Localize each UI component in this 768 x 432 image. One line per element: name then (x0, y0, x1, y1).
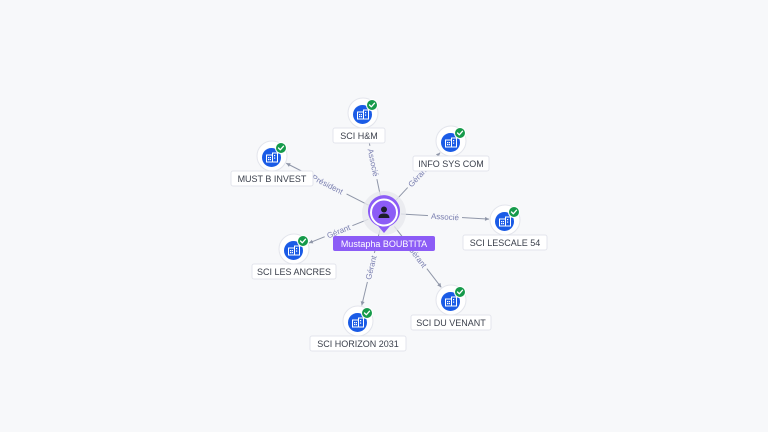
edge-label-bg (322, 221, 355, 242)
edge-sci-du-venant: Gérant (393, 226, 442, 288)
edge-arrow (308, 239, 314, 244)
company-name[interactable]: MUST B INVEST (238, 174, 307, 184)
company-name[interactable]: SCI LESCALE 54 (470, 238, 541, 248)
edge-label-bg (364, 144, 382, 181)
building-icon (445, 296, 457, 307)
edge-arrow (286, 163, 291, 167)
node-label-bg (230, 170, 314, 187)
company-node-info-sys-com[interactable]: INFO SYS COM (412, 125, 490, 172)
building-icon (499, 216, 511, 227)
edge-relation-label: Gérant (364, 254, 379, 281)
company-node-must-b-invest[interactable]: MUST B INVEST (230, 140, 314, 187)
verified-check-icon (361, 307, 373, 319)
verified-check-icon (275, 142, 287, 154)
verified-check-icon (366, 99, 378, 111)
center-label-bg (333, 236, 435, 251)
building-icon (266, 152, 278, 163)
company-node-sci-les-ancres[interactable]: SCI LES ANCRES (251, 233, 337, 280)
company-name[interactable]: INFO SYS COM (418, 159, 484, 169)
node-label-bg (412, 155, 490, 172)
building-icon (352, 317, 364, 328)
company-name[interactable]: SCI LES ANCRES (257, 267, 331, 277)
company-name[interactable]: SCI DU VENANT (416, 318, 486, 328)
verified-check-icon (454, 127, 466, 139)
verified-check-icon (508, 206, 520, 218)
edge-sci-lescale-54: Associé (400, 210, 490, 223)
edge-arrow (437, 282, 442, 288)
company-node-sci-lescale-54[interactable]: SCI LESCALE 54 (462, 204, 548, 251)
building-icon (445, 137, 457, 148)
node-label-bg (332, 127, 386, 144)
node-label-bg (309, 335, 407, 352)
building-icon (288, 245, 300, 256)
company-name[interactable]: SCI HORIZON 2031 (317, 339, 399, 349)
edge-label-bg (306, 170, 349, 199)
edge-arrow (484, 216, 490, 221)
edge-relation-label: Associé (431, 212, 460, 223)
node-label-bg (410, 314, 492, 331)
edge-label-bg (362, 251, 380, 284)
company-name[interactable]: SCI H&M (340, 131, 378, 141)
edge-label-bg (427, 210, 463, 223)
nodes-layer: SCI H&M INFO SYS COM MUST B INVEST SCI LESC… (230, 97, 548, 352)
company-node-sci-horizon-2031[interactable]: SCI HORIZON 2031 (309, 305, 407, 352)
center-name[interactable]: Mustapha BOUBTITA (341, 239, 427, 249)
edge-arrow (360, 301, 365, 306)
building-icon (357, 109, 369, 120)
company-node-sci-du-venant[interactable]: SCI DU VENANT (410, 284, 492, 331)
person-icon (378, 206, 390, 218)
edge-relation-label: Associé (366, 148, 381, 178)
verified-check-icon (297, 235, 309, 247)
node-label-bg (462, 234, 548, 251)
verified-check-icon (454, 286, 466, 298)
company-node-sci-hm[interactable]: SCI H&M (332, 97, 386, 144)
node-label-bg (251, 263, 337, 280)
edge-relation-label: Président (310, 173, 345, 197)
center-node[interactable]: Mustapha BOUBTITA (333, 191, 435, 251)
